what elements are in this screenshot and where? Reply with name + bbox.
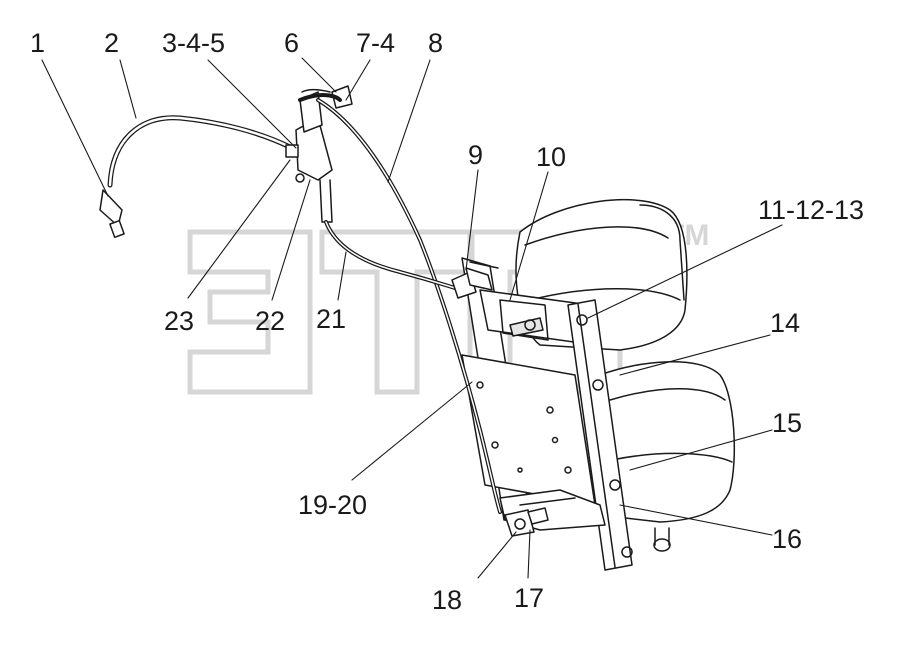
leader-lines xyxy=(41,57,783,579)
label-21: 21 xyxy=(316,304,347,334)
label-3-4-5: 3-4-5 xyxy=(162,28,226,58)
label-2: 2 xyxy=(104,28,120,58)
label-7-4: 7-4 xyxy=(356,28,396,58)
label-15: 15 xyxy=(772,408,803,438)
label-17: 17 xyxy=(514,583,545,613)
drawing xyxy=(41,57,783,579)
label-16: 16 xyxy=(772,524,803,554)
connector-6 xyxy=(298,85,353,109)
lower-cushion xyxy=(591,361,736,552)
label-6: 6 xyxy=(284,28,300,58)
hose-2 xyxy=(99,115,295,239)
line-8 xyxy=(316,98,502,514)
label-19-20: 19-20 xyxy=(298,490,368,520)
mounting-plate xyxy=(461,354,596,506)
line-21 xyxy=(324,220,457,290)
label-18: 18 xyxy=(432,585,463,615)
label-14: 14 xyxy=(770,308,801,338)
front-rail xyxy=(567,299,633,571)
label-8: 8 xyxy=(428,28,444,58)
fitting-17-18 xyxy=(504,507,549,537)
label-23: 23 xyxy=(164,306,195,336)
label-1: 1 xyxy=(30,28,46,58)
label-10: 10 xyxy=(536,142,567,172)
label-11-12-13: 11-12-13 xyxy=(758,195,865,225)
valve-assembly xyxy=(285,88,333,223)
label-22: 22 xyxy=(255,306,286,336)
label-9: 9 xyxy=(468,140,484,170)
fitting-9 xyxy=(451,267,493,299)
